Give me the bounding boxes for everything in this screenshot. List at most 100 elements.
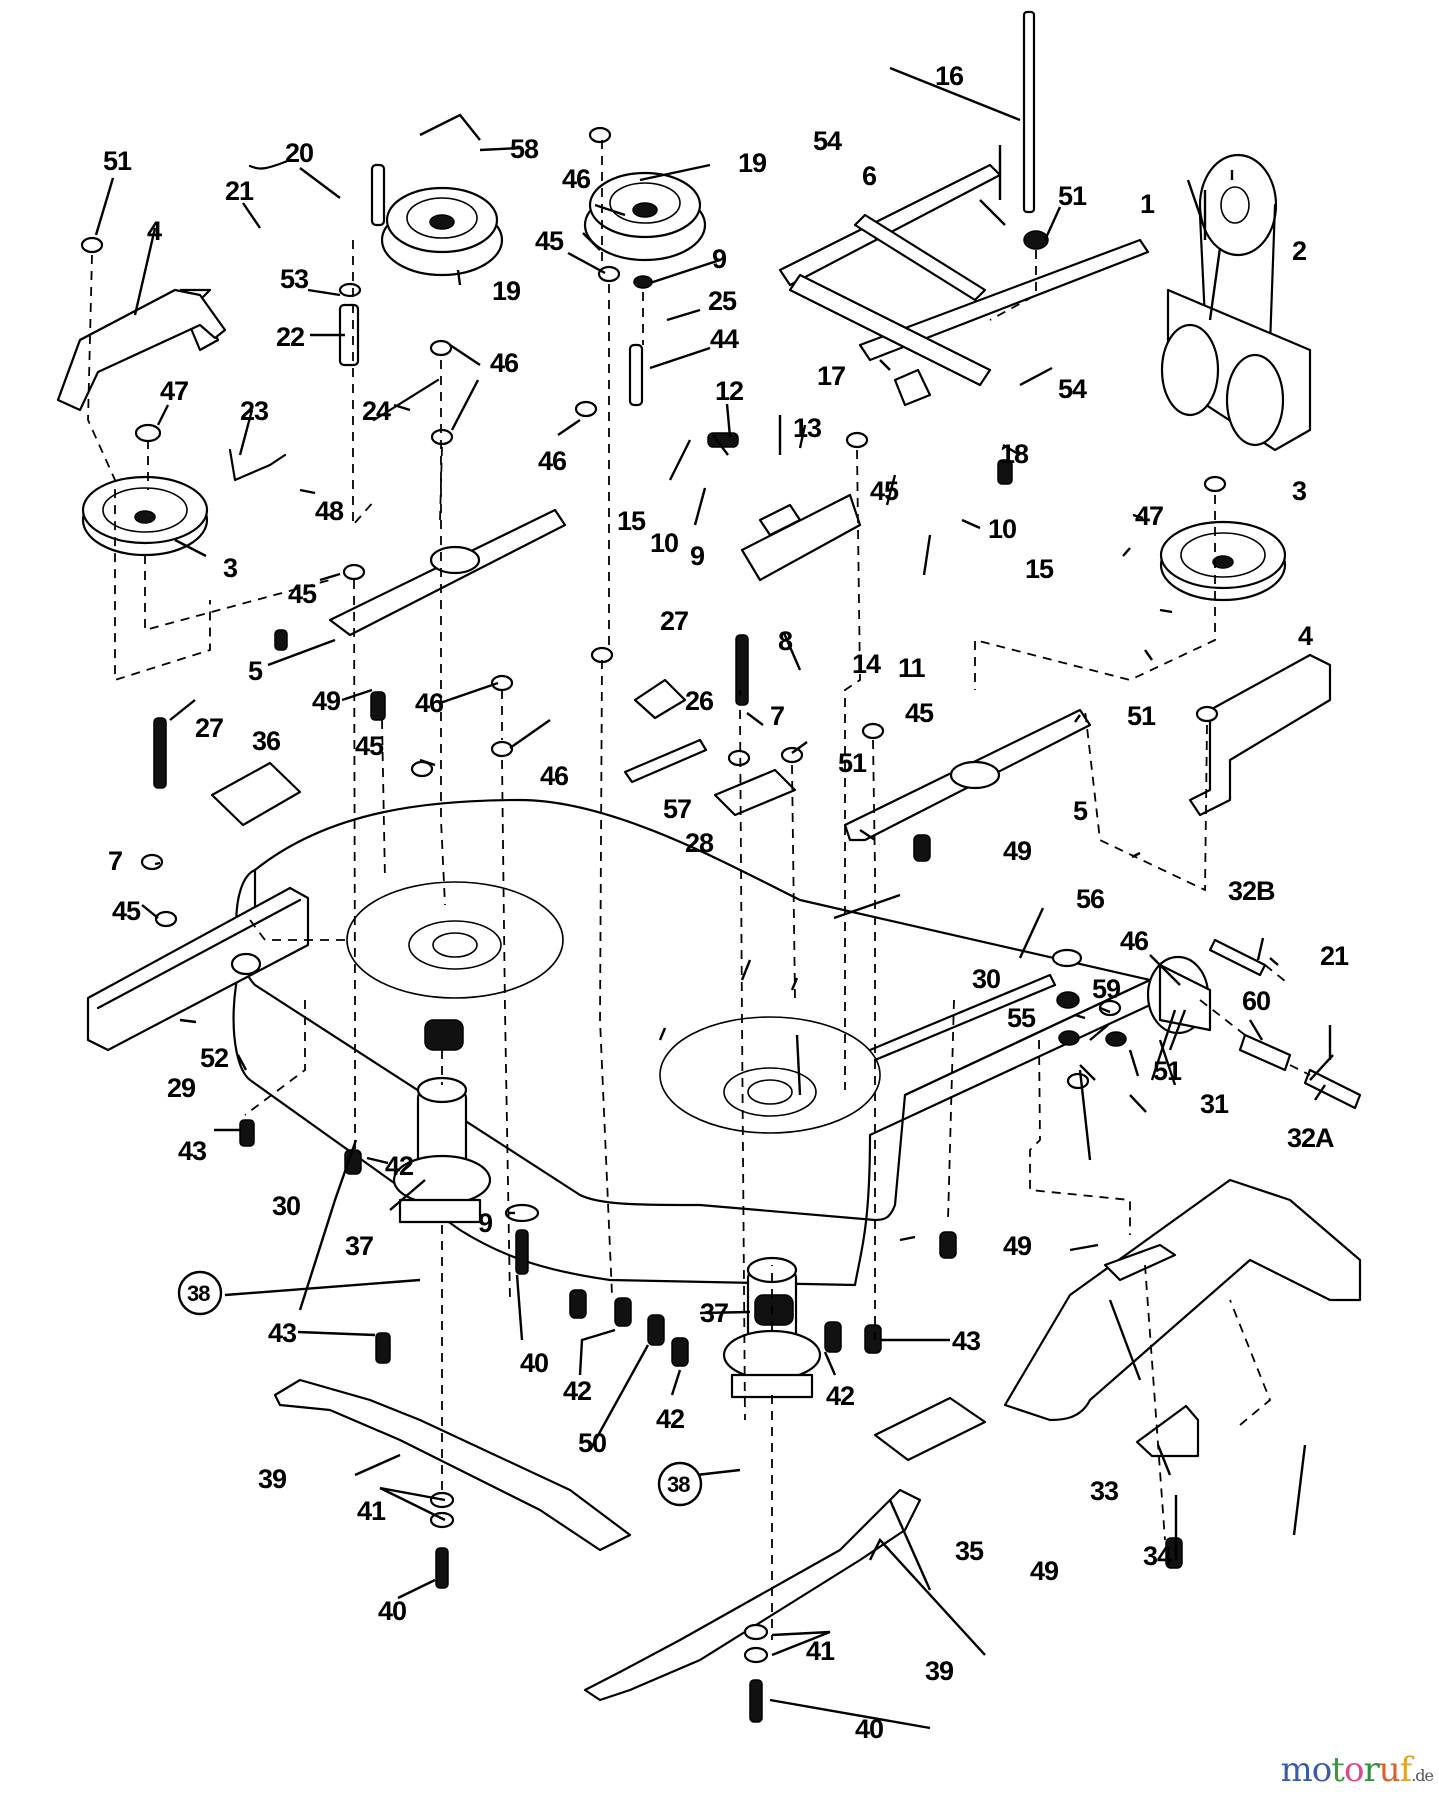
callout-14: 14 bbox=[852, 649, 881, 679]
callout-6: 6 bbox=[862, 161, 877, 191]
callout-3: 3 bbox=[223, 553, 238, 583]
callout-15: 15 bbox=[617, 506, 646, 536]
lift-arm-6 bbox=[778, 163, 1150, 387]
callout-48: 48 bbox=[315, 496, 344, 526]
callout-9: 9 bbox=[712, 244, 727, 274]
callout-34: 34 bbox=[1143, 1541, 1172, 1571]
discharge-chute-33 bbox=[1003, 1178, 1362, 1422]
callout-32A: 32A bbox=[1287, 1123, 1334, 1153]
decal-35 bbox=[873, 1396, 987, 1462]
callout-47: 47 bbox=[160, 376, 188, 406]
callout-46: 46 bbox=[490, 348, 519, 378]
callout-55: 55 bbox=[1007, 1003, 1036, 1033]
callout-21: 21 bbox=[225, 176, 254, 206]
callout-32B: 32B bbox=[1228, 876, 1275, 906]
hardware bbox=[80, 10, 1227, 1723]
callout-46: 46 bbox=[1120, 926, 1149, 956]
callout-51: 51 bbox=[838, 748, 867, 778]
callout-42: 42 bbox=[656, 1404, 684, 1434]
callout-35: 35 bbox=[955, 1536, 984, 1566]
callout-47: 47 bbox=[1135, 501, 1163, 531]
callout-52: 52 bbox=[200, 1043, 228, 1073]
callout-11: 11 bbox=[898, 653, 926, 683]
callout-7: 7 bbox=[108, 846, 122, 876]
callout-51: 51 bbox=[1058, 181, 1087, 211]
callout-24: 24 bbox=[362, 396, 391, 426]
leader-lines bbox=[94, 66, 1334, 1730]
callout-46: 46 bbox=[538, 446, 567, 476]
callout-5: 5 bbox=[1073, 796, 1088, 826]
callout-27: 27 bbox=[660, 606, 688, 636]
callout-38: 38 bbox=[187, 1281, 210, 1306]
spindle-38-right bbox=[722, 1256, 822, 1399]
callout-49: 49 bbox=[312, 686, 341, 716]
callout-19: 19 bbox=[738, 148, 767, 178]
pin-32a bbox=[1303, 1068, 1362, 1110]
callout-54: 54 bbox=[1058, 374, 1087, 404]
callout-10: 10 bbox=[650, 528, 678, 558]
callout-43: 43 bbox=[268, 1318, 297, 1348]
idler-bracket-5-left bbox=[328, 508, 567, 637]
callout-20: 20 bbox=[285, 138, 313, 168]
callout-27: 27 bbox=[195, 713, 223, 743]
logo-letter: t bbox=[1331, 1750, 1345, 1790]
idler-pulley-19-left bbox=[380, 186, 504, 277]
callout-56: 56 bbox=[1076, 884, 1105, 914]
callout-57: 57 bbox=[663, 794, 691, 824]
callout-46: 46 bbox=[562, 164, 591, 194]
spindle-38-left bbox=[392, 1076, 492, 1224]
callout-39: 39 bbox=[925, 1656, 954, 1686]
callout-26: 26 bbox=[685, 686, 714, 716]
callout-45: 45 bbox=[112, 896, 141, 926]
callout-12: 12 bbox=[715, 376, 743, 406]
belt-cover-4-left bbox=[56, 288, 227, 412]
callout-43: 43 bbox=[952, 1326, 981, 1356]
callout-25: 25 bbox=[708, 286, 737, 316]
logo-letter: f bbox=[1399, 1750, 1413, 1790]
callout-2: 2 bbox=[1292, 236, 1306, 266]
callout-9: 9 bbox=[478, 1208, 493, 1238]
callout-42: 42 bbox=[563, 1376, 591, 1406]
callout-39: 39 bbox=[258, 1464, 287, 1494]
callout-37: 37 bbox=[700, 1298, 728, 1328]
bolt-32b bbox=[1208, 938, 1267, 977]
callout-17: 17 bbox=[817, 361, 845, 391]
callout-46: 46 bbox=[415, 688, 444, 718]
callout-3: 3 bbox=[1292, 476, 1307, 506]
spacer-60 bbox=[1238, 1033, 1292, 1072]
bearing-37-right bbox=[754, 1294, 794, 1326]
callout-60: 60 bbox=[1242, 986, 1270, 1016]
callout-45: 45 bbox=[535, 226, 564, 256]
motoruf-watermark: motoruf.de bbox=[1280, 1750, 1434, 1790]
callout-22: 22 bbox=[276, 322, 304, 352]
callout-4: 4 bbox=[147, 216, 162, 246]
callout-13: 13 bbox=[793, 413, 822, 443]
callout-38: 38 bbox=[667, 1472, 690, 1497]
callout-10: 10 bbox=[988, 514, 1016, 544]
callout-18: 18 bbox=[1000, 439, 1029, 469]
callout-53: 53 bbox=[280, 264, 309, 294]
callout-41: 41 bbox=[806, 1636, 835, 1666]
callout-50: 50 bbox=[578, 1428, 606, 1458]
callout-54: 54 bbox=[813, 126, 842, 156]
callout-21: 21 bbox=[1320, 941, 1349, 971]
callout-16: 16 bbox=[935, 61, 964, 91]
callout-37: 37 bbox=[345, 1231, 373, 1261]
logo-letter: m bbox=[1280, 1750, 1313, 1790]
callout-30: 30 bbox=[272, 1191, 300, 1221]
decal-36 bbox=[210, 761, 302, 827]
callout-46: 46 bbox=[540, 761, 569, 791]
callout-31: 31 bbox=[1200, 1089, 1229, 1119]
bearing-37-left bbox=[424, 1019, 464, 1051]
idler-bracket-5-right bbox=[843, 708, 1092, 842]
callout-58: 58 bbox=[510, 134, 539, 164]
logo-letter: o bbox=[1343, 1750, 1365, 1790]
callout-43: 43 bbox=[178, 1136, 207, 1166]
callout-45: 45 bbox=[905, 698, 934, 728]
callout-49: 49 bbox=[1003, 836, 1032, 866]
callout-15: 15 bbox=[1025, 554, 1054, 584]
callout-51: 51 bbox=[103, 146, 132, 176]
pulley-3-right bbox=[1159, 520, 1287, 602]
decal-34 bbox=[1135, 1404, 1200, 1458]
